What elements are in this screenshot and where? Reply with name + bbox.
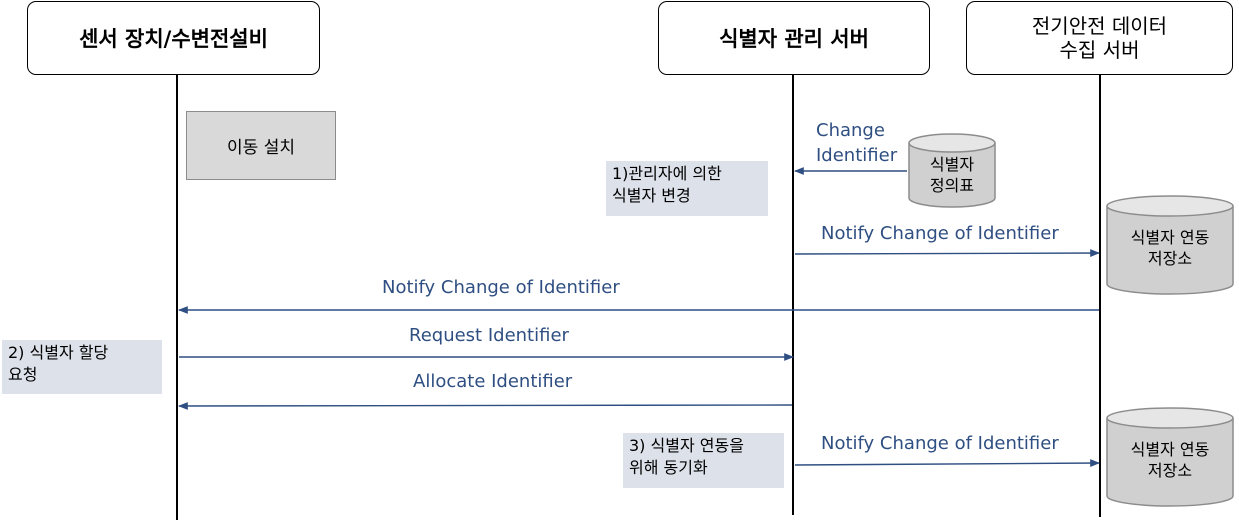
msg-change-identifier: Change Identifier (816, 118, 897, 168)
db-repo-cylinder-1 (1106, 195, 1234, 295)
actor-collect-server-line2: 수집 서버 (1059, 38, 1140, 62)
msg-allocate-identifier: Allocate Identifier (413, 371, 573, 392)
actor-id-server-label: 식별자 관리 서버 (719, 27, 869, 51)
actor-data-collection-server: 전기안전 데이터 수집 서버 (966, 1, 1233, 75)
db-definition-line1: 식별자 (929, 155, 975, 174)
note-request-allocation: 2) 식별자 할당 요청 (2, 340, 162, 394)
move-install-label: 이동 설치 (227, 138, 295, 158)
db-repo-label-2: 식별자 연동 저장소 (1107, 434, 1233, 486)
note-admin-change-line2: 식별자 변경 (612, 186, 691, 205)
note-sync-line2: 위해 동기화 (629, 458, 708, 477)
actor-sensor-device: 센서 장치/수변전설비 (27, 1, 320, 75)
arrow-notify-to-repo-2 (794, 459, 1100, 467)
actor-sensor-label: 센서 장치/수변전설비 (79, 27, 268, 51)
db-definition-line2: 정의표 (929, 176, 975, 195)
note-request-alloc-line1: 2) 식별자 할당 (8, 343, 109, 362)
db-definition-cylinder (908, 133, 996, 208)
arrow-notify-to-repo (794, 249, 1100, 257)
db-repo-cylinder-2 (1106, 407, 1234, 507)
db-repo2-line2: 저장소 (1147, 461, 1193, 480)
note-sync: 3) 식별자 연동을 위해 동기화 (623, 433, 784, 488)
msg-change-line2: Identifier (816, 145, 898, 166)
msg-notify-to-sensor: Notify Change of Identifier (382, 277, 620, 298)
msg-notify-to-repo: Notify Change of Identifier (821, 223, 1059, 244)
db-definition-label: 식별자 정의표 (909, 152, 995, 198)
note-sync-line1: 3) 식별자 연동을 (629, 436, 744, 455)
db-repo1-line2: 저장소 (1147, 249, 1193, 268)
db-repo1-line1: 식별자 연동 (1130, 228, 1210, 247)
note-request-alloc-line2: 요청 (8, 365, 38, 384)
msg-request-identifier: Request Identifier (409, 325, 569, 346)
arrow-allocate-identifier (178, 402, 793, 410)
db-repo2-line1: 식별자 연동 (1130, 440, 1210, 459)
msg-notify-to-repo-2: Notify Change of Identifier (821, 433, 1059, 454)
note-admin-change: 1)관리자에 의한 식별자 변경 (606, 161, 768, 216)
actor-collect-server-line1: 전기안전 데이터 (1031, 14, 1168, 38)
msg-change-line1: Change (816, 120, 885, 141)
db-repo-label-1: 식별자 연동 저장소 (1107, 222, 1233, 274)
note-admin-change-line1: 1)관리자에 의한 (612, 164, 722, 183)
actor-id-management-server: 식별자 관리 서버 (658, 1, 930, 75)
move-install-box: 이동 설치 (186, 111, 336, 180)
